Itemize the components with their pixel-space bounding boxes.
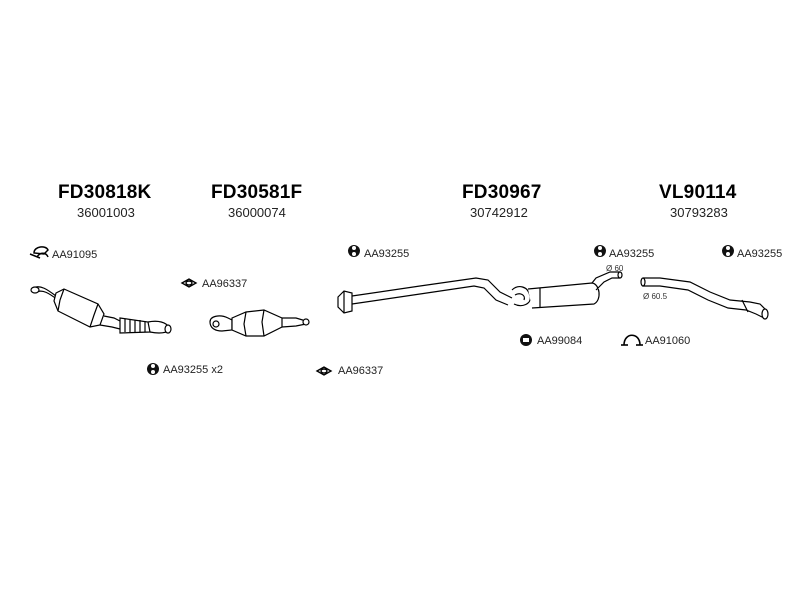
catalytic-converter-1	[30, 286, 172, 334]
mount-label-right-2: AA93255	[737, 248, 783, 260]
u-clamp-label: AA91060	[645, 335, 691, 347]
u-clamp-icon	[621, 334, 643, 346]
clamp-label: AA91095	[52, 249, 98, 261]
middle-pipe-muffler	[337, 271, 623, 314]
clamp-icon	[29, 246, 49, 259]
rubber-mount-icon-1	[147, 363, 159, 375]
catalytic-converter-2	[209, 309, 310, 337]
rubber-mount-icon-3	[594, 245, 606, 257]
mount-label-mid: AA93255	[364, 248, 410, 260]
part-number-2: 36000074	[228, 205, 286, 220]
part-number-4: 30793283	[670, 205, 728, 220]
part-number-3: 30742912	[470, 205, 528, 220]
rubber-mount-icon-2	[348, 245, 360, 257]
part-code-1: FD30818K	[58, 182, 152, 203]
diameter-label-1: Ø 60	[606, 264, 624, 273]
diameter-label-2: Ø 60.5	[643, 292, 668, 301]
gasket-label-2: AA96337	[338, 365, 384, 377]
part-number-1: 36001003	[77, 205, 135, 220]
part-code-3: FD30967	[462, 182, 542, 203]
mount-label-x2: AA93255 x2	[163, 364, 223, 376]
mount-label-right-1: AA93255	[609, 248, 655, 260]
part-code-2: FD30581F	[211, 182, 303, 203]
tail-pipe	[640, 277, 769, 320]
gasket-icon-2	[315, 366, 333, 376]
gasket-label-1: AA96337	[202, 278, 248, 290]
gasket-icon-1	[180, 278, 198, 288]
rubber-mount-icon-4	[722, 245, 734, 257]
hanger-label: AA99084	[537, 335, 583, 347]
part-code-4: VL90114	[659, 182, 737, 203]
hanger-icon	[520, 334, 532, 346]
